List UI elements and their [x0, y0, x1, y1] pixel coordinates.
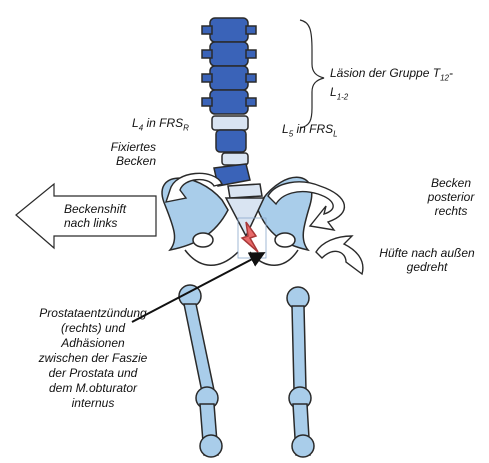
l4-mid: in FRS: [143, 116, 183, 130]
lumbar-spine: [202, 18, 262, 198]
lesion-label-l-sub: 1-2: [337, 93, 349, 102]
lesion-label-tail: -: [449, 66, 453, 80]
pelvis-posterior-line2: posterior: [428, 190, 475, 204]
l5-label: L5 in FRSL: [282, 122, 338, 141]
l4-sub2: R: [183, 123, 189, 132]
l5-mid: in FRS: [293, 122, 333, 136]
vertebra-4: [210, 90, 248, 114]
hip-rotated-line1: Hüfte nach außen: [379, 246, 474, 260]
fixed-pelvis-line1: Fixiertes: [111, 140, 156, 154]
prostate-line7: internus: [72, 396, 115, 410]
lesion-bracket: [300, 20, 324, 128]
l4-l: L: [132, 116, 139, 130]
lesion-label-text: Läsion der Gruppe T: [330, 66, 440, 80]
pelvis-posterior-label: Becken posterior rechts: [416, 176, 486, 218]
l5-sub2: L: [333, 129, 337, 138]
hip-rotation-arrow: [316, 236, 363, 274]
prostate-line2: (rechts) und: [61, 321, 125, 335]
legs: [179, 285, 314, 457]
prostate-line6: dem M.obturator: [49, 381, 137, 395]
fixed-pelvis-line2: Becken: [116, 154, 156, 168]
l5-l: L: [282, 122, 289, 136]
pelvis-shift-label: Beckenshift nach links: [64, 202, 154, 230]
lesion-label: Läsion der Gruppe T12- L1-2: [330, 66, 453, 105]
hip-rotated-line2: gedreht: [407, 260, 448, 274]
vertebra-1: [210, 18, 248, 42]
vertebra-3: [210, 66, 248, 90]
obturator-left: [193, 233, 213, 247]
vertebra-l2: [216, 130, 246, 152]
sacrum: [226, 198, 264, 236]
shift-line1: Beckenshift: [64, 202, 126, 216]
vertebra-2: [210, 42, 248, 66]
vertebra-l3: [222, 153, 248, 165]
vertebra-l1: [212, 116, 248, 130]
prostate-line4: zwischen der Faszie: [39, 351, 148, 365]
pelvis-posterior-line3: rechts: [435, 204, 468, 218]
pelvis-posterior-line1: Becken: [431, 176, 471, 190]
vertebra-l5: [228, 184, 262, 198]
hip-rotated-label: Hüfte nach außen gedreht: [372, 246, 482, 274]
prostate-line1: Prostataentzündung: [39, 306, 146, 320]
left-femur: [184, 304, 214, 392]
prostate-line5: der Prostata und: [49, 366, 138, 380]
lesion-label-l: L: [330, 85, 337, 99]
fixed-pelvis-label: Fixiertes Becken: [96, 140, 156, 168]
right-femur: [292, 306, 306, 390]
obturator-right: [275, 233, 295, 247]
shift-line2: nach links: [64, 216, 117, 230]
prostate-line3: Adhäsionen: [61, 336, 124, 350]
prostate-label: Prostataentzündung (rechts) und Adhäsion…: [18, 306, 168, 411]
l4-label: L4 in FRSR: [132, 116, 189, 135]
lesion-label-sub: 12: [440, 73, 449, 82]
